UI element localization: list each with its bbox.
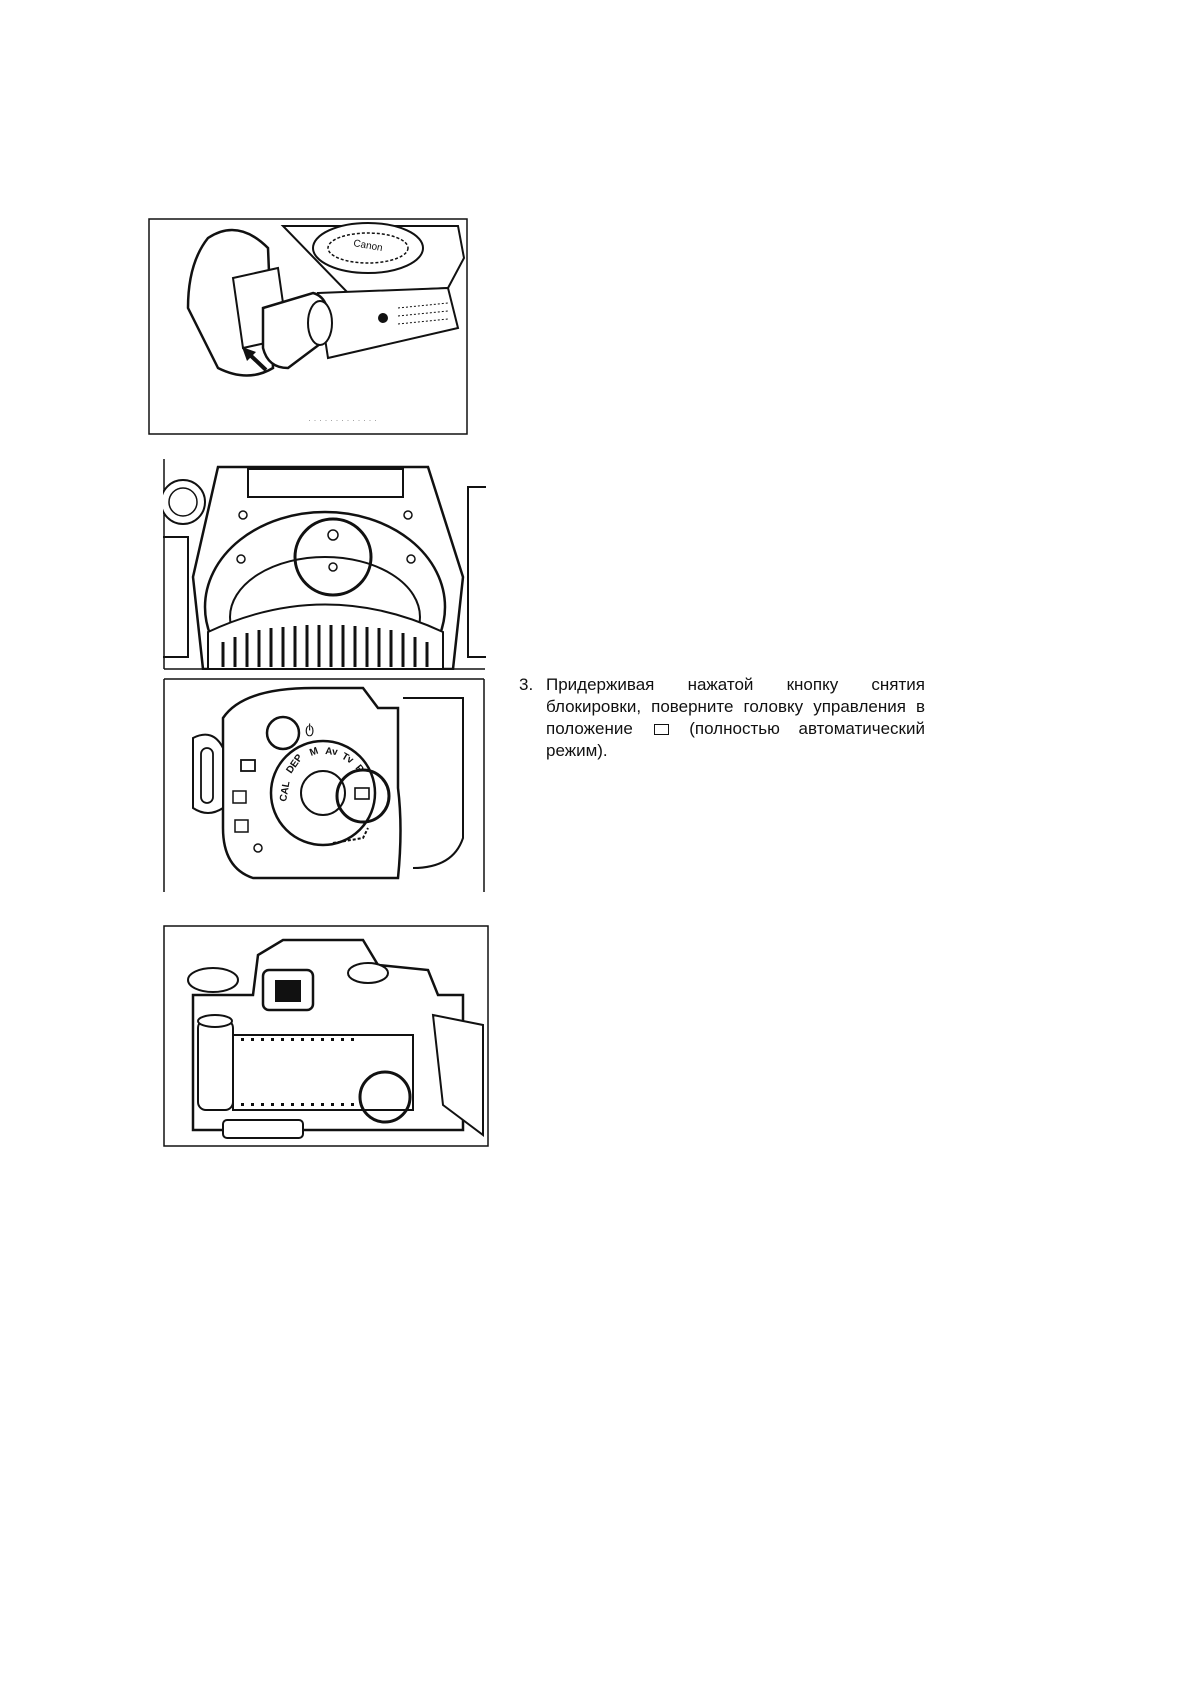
mode-dial-drawing: ტ CAL DEP M Av Tv P bbox=[163, 678, 485, 892]
svg-text:CAL: CAL bbox=[278, 780, 292, 802]
svg-text:Tv: Tv bbox=[340, 751, 356, 767]
step-text: Придерживая нажатой кнопку снятия блокир… bbox=[546, 674, 925, 762]
svg-text:Av: Av bbox=[325, 746, 339, 758]
lens-mount-illustration bbox=[163, 457, 486, 670]
step-text-after-icon: (полностью авто­матический режим). bbox=[546, 719, 925, 760]
battery-grip-illustration: Canon · · · · · · · · · · · · · bbox=[148, 218, 468, 435]
mode-dial-illustration: ტ CAL DEP M Av Tv P bbox=[163, 678, 485, 893]
step-number: 3. bbox=[519, 675, 534, 694]
svg-text:· · · · · · · · · · · · ·: · · · · · · · · · · · · · bbox=[308, 415, 377, 425]
svg-text:Canon: Canon bbox=[352, 238, 383, 254]
lens-mount-drawing bbox=[163, 459, 486, 670]
film-chamber-drawing bbox=[163, 925, 489, 1147]
svg-text:ტ: ტ bbox=[305, 720, 314, 737]
step-3-instruction: 3. Придерживая нажатой кнопку снятия бло… bbox=[519, 674, 925, 762]
film-chamber-illustration bbox=[163, 925, 489, 1147]
battery-grip-drawing: Canon · · · · · · · · · · · · · bbox=[148, 218, 468, 435]
step-text-before-icon: Придерживая нажатой кнопку снятия блокир… bbox=[546, 675, 925, 738]
full-auto-mode-icon bbox=[653, 724, 669, 735]
svg-text:M: M bbox=[308, 746, 320, 759]
